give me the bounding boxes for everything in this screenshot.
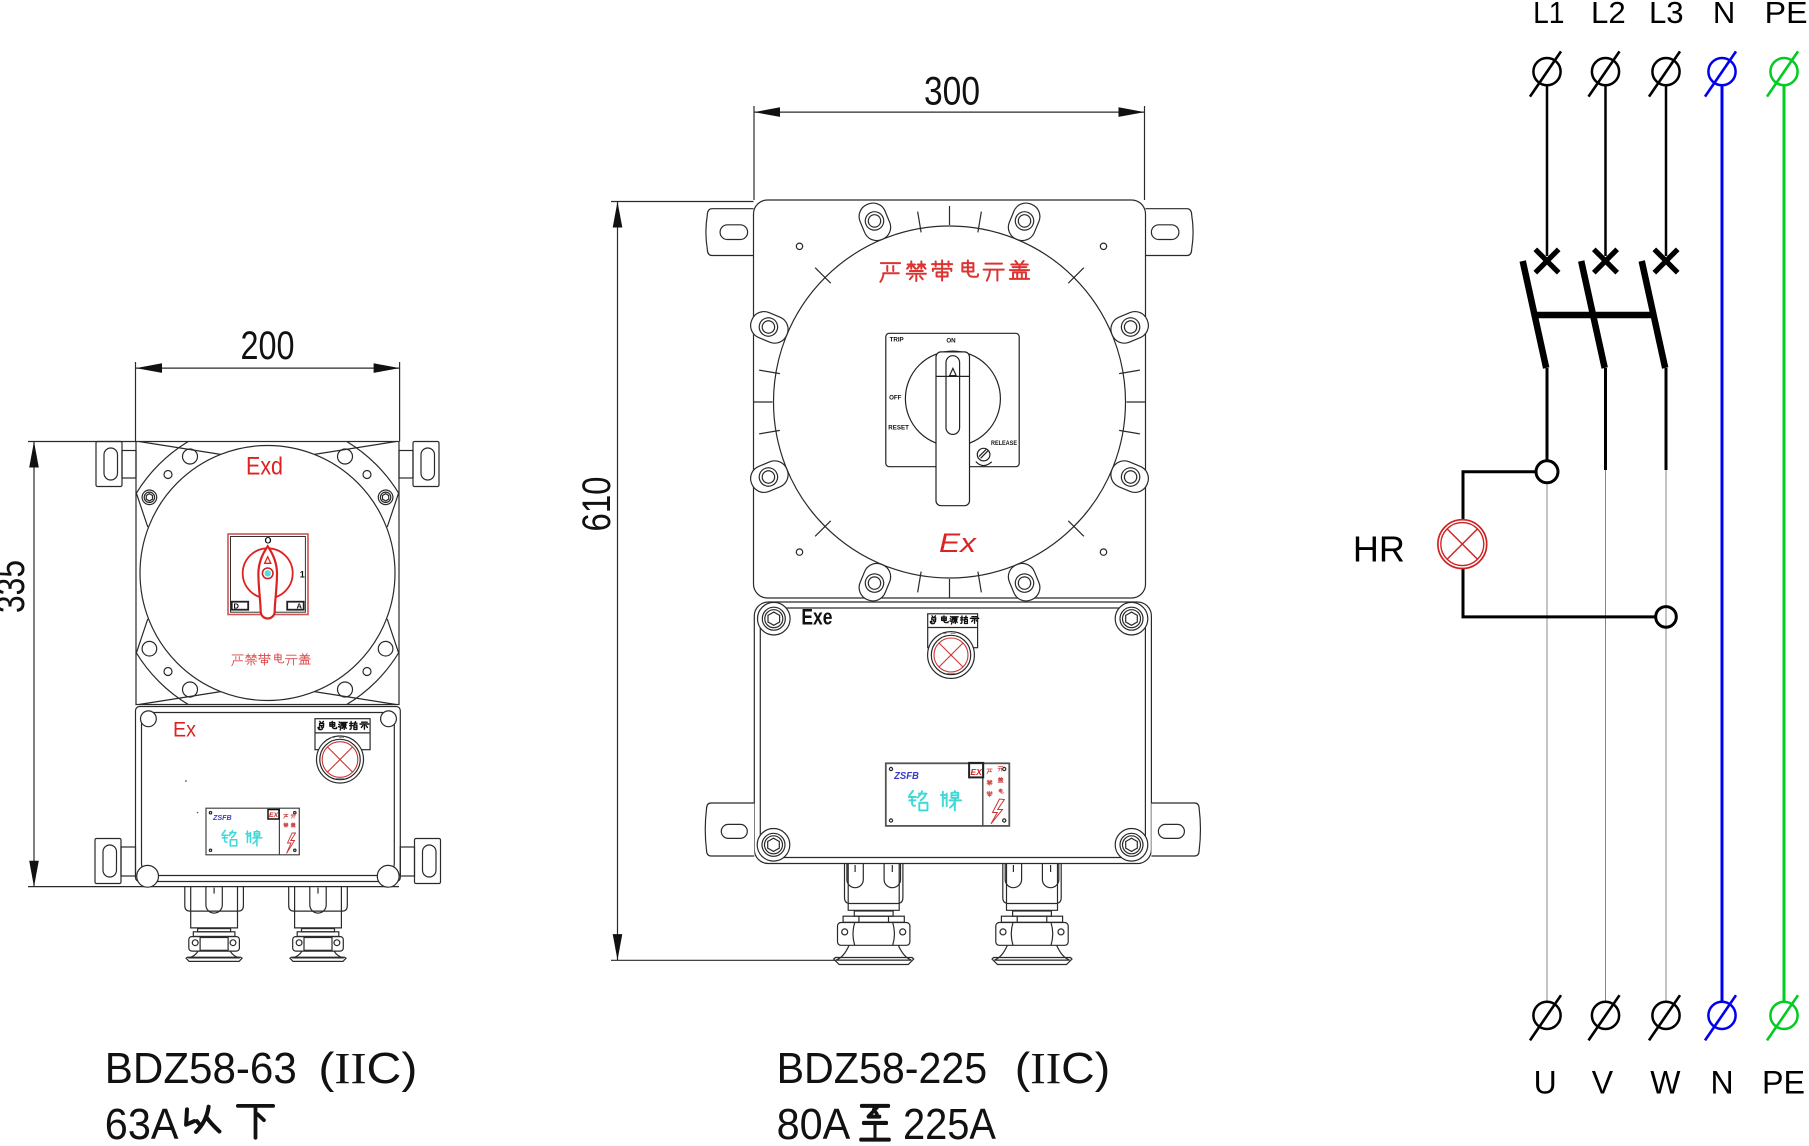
- svg-text:200: 200: [241, 324, 295, 368]
- svg-text:ON: ON: [946, 337, 956, 344]
- svg-text:A: A: [297, 601, 303, 610]
- svg-text:BDZ58-63: BDZ58-63: [105, 1044, 297, 1093]
- svg-text:(IIC): (IIC): [318, 1044, 417, 1093]
- svg-text:HR: HR: [1353, 529, 1405, 570]
- svg-text:63A: 63A: [105, 1100, 179, 1146]
- svg-text:RELEASE: RELEASE: [991, 440, 1017, 447]
- svg-text:Exe: Exe: [801, 605, 832, 630]
- svg-text:225A: 225A: [903, 1100, 997, 1146]
- svg-text:Ex: Ex: [939, 528, 978, 558]
- svg-text:W: W: [1650, 1064, 1681, 1100]
- svg-text:PE: PE: [1762, 1064, 1805, 1100]
- svg-text:335: 335: [0, 560, 33, 613]
- svg-text:RESET: RESET: [888, 424, 909, 431]
- svg-text:L2: L2: [1591, 0, 1626, 30]
- svg-text:Exd: Exd: [246, 453, 283, 481]
- svg-text:D: D: [234, 601, 240, 610]
- svg-text:N: N: [1713, 0, 1735, 30]
- svg-text:O: O: [264, 536, 271, 546]
- svg-text:V: V: [1592, 1064, 1614, 1100]
- svg-text:PE: PE: [1765, 0, 1808, 30]
- svg-text:U: U: [1534, 1064, 1557, 1100]
- svg-text:BDZ58-225: BDZ58-225: [777, 1044, 988, 1093]
- svg-text:N: N: [1710, 1064, 1733, 1100]
- svg-text:(IIC): (IIC): [1015, 1044, 1110, 1093]
- svg-text:80A: 80A: [777, 1100, 851, 1146]
- svg-text:610: 610: [575, 477, 619, 532]
- svg-text:L3: L3: [1649, 0, 1684, 30]
- svg-text:OFF: OFF: [889, 395, 902, 402]
- svg-text:Ex: Ex: [173, 718, 196, 741]
- svg-text:EX: EX: [269, 812, 279, 819]
- svg-text:L1: L1: [1533, 0, 1564, 30]
- svg-text:TRIP: TRIP: [890, 337, 904, 344]
- svg-text:300: 300: [924, 70, 980, 114]
- svg-text:EX: EX: [971, 767, 984, 777]
- svg-text:ZSFB: ZSFB: [893, 771, 919, 782]
- svg-text:1: 1: [300, 570, 305, 580]
- svg-text:ZSFB: ZSFB: [212, 813, 232, 822]
